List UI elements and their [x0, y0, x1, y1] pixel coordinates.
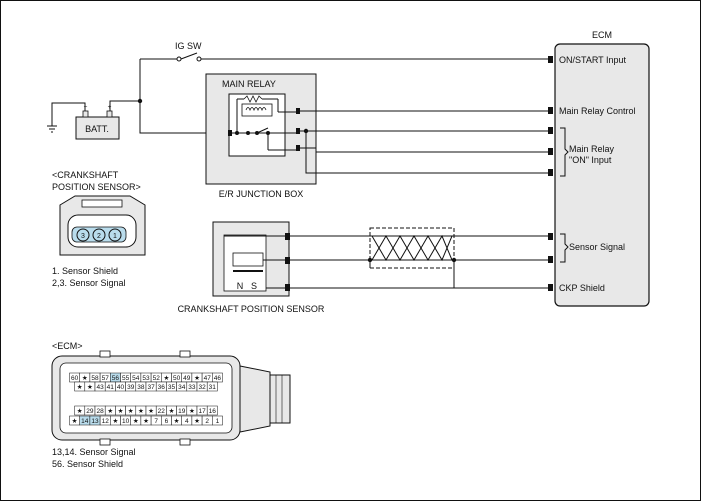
battery-label: BATT.	[85, 124, 109, 134]
ecm-pin-label: ★	[87, 383, 93, 391]
ckp-connector-header-2: POSITION SENSOR>	[52, 182, 141, 192]
junction-box: E/R JUNCTION BOX MAIN RELAY	[205, 73, 317, 199]
ecm-pin-label: ★	[77, 383, 83, 391]
ecm-pin-label: 6	[165, 418, 169, 425]
ecm-pin-label: 60	[71, 375, 79, 382]
relay-wiring	[232, 110, 548, 174]
ckp-sensor-title: CRANKSHAFT POSITION SENSOR	[178, 304, 325, 314]
pin-label-main-relay-control: Main Relay Control	[559, 106, 636, 116]
ecm-pin-label: 33	[188, 384, 196, 391]
ecm-pin-label: 28	[96, 408, 104, 415]
ecm-pin-label: ★	[148, 407, 154, 415]
ecm-pin-label: 1	[216, 418, 220, 425]
ecm-pin-label: 17	[198, 408, 206, 415]
ecm-pin-label: 40	[117, 384, 125, 391]
ecm-pin-label: 58	[91, 375, 99, 382]
main-relay-label: MAIN RELAY	[222, 79, 276, 89]
crankshaft-position-sensor: CRANKSHAFT POSITION SENSOR N S	[178, 221, 325, 314]
ig-switch: IG SW	[175, 41, 202, 62]
ecm-pin-label: 16	[209, 408, 217, 415]
pin-label-main-relay-on-2: "ON" Input	[569, 155, 612, 165]
ecm-pin-label: 12	[102, 418, 110, 425]
ecm-pin-label: 19	[178, 408, 186, 415]
ecm-pin-label: 53	[142, 375, 150, 382]
ecm-connector-header: <ECM>	[52, 341, 83, 351]
ecm-pin-label: 4	[185, 418, 189, 425]
ckp-legend-1: 1. Sensor Shield	[52, 266, 118, 276]
ecm-pin-label: ★	[112, 417, 118, 425]
ecm-pin-label: 56	[112, 375, 120, 382]
ckp-legend-2: 2,3. Sensor Signal	[52, 278, 126, 288]
ecm-pin-label: ★	[194, 374, 200, 382]
ecm-pin-label: 57	[102, 375, 110, 382]
ecm-pin-label: ★	[133, 417, 139, 425]
ecm-pin-label: 46	[214, 375, 222, 382]
ecm-pin-label: 34	[178, 384, 186, 391]
ecm-pin-label: ★	[77, 407, 83, 415]
ckp-pin-2: 2	[97, 233, 101, 240]
ecm-pin-label: 36	[158, 384, 166, 391]
ecm-pin-label: 37	[147, 384, 155, 391]
power-wiring	[109, 58, 548, 134]
ecm-title: ECM	[592, 30, 612, 40]
ecm-pin-label: 52	[153, 375, 161, 382]
ecm-pin-label: 38	[137, 384, 145, 391]
ckp-connector-view: <CRANKSHAFT POSITION SENSOR> 3 2 1 1. Se…	[52, 170, 146, 288]
ecm-module: ECM ON/START Input Main Relay Control Ma…	[548, 30, 650, 307]
ecm-pin-label: ★	[194, 417, 200, 425]
pole-n-label: N	[237, 281, 244, 291]
ecm-pin-label: ★	[128, 407, 134, 415]
pin-label-sensor-signal: Sensor Signal	[569, 242, 625, 252]
ecm-pin-label: 41	[107, 384, 115, 391]
ecm-legend-2: 56. Sensor Shield	[52, 459, 123, 469]
ecm-pin-label: ★	[118, 407, 124, 415]
ecm-pin-label: ★	[189, 407, 195, 415]
pin-label-main-relay-on-1: Main Relay	[569, 144, 615, 154]
pin-label-on-start: ON/START Input	[559, 55, 627, 65]
ecm-pin-cell	[212, 415, 223, 426]
ecm-pin-label: 14	[81, 418, 89, 425]
battery: − + BATT.	[47, 102, 120, 140]
ecm-pin-label: 32	[198, 384, 206, 391]
ecm-pin-label: 29	[86, 408, 94, 415]
ecm-legend-1: 13,14. Sensor Signal	[52, 447, 136, 457]
ecm-pin-label: 31	[209, 384, 217, 391]
ecm-pin-label: ★	[143, 417, 149, 425]
ecm-pin-label: ★	[174, 417, 180, 425]
ecm-pin-label: 2	[205, 418, 209, 425]
ecm-pin-label: ★	[82, 374, 88, 382]
ecm-pin-label: 55	[122, 375, 130, 382]
pin-label-ckp-shield: CKP Shield	[559, 283, 605, 293]
ecm-pin-label: ★	[72, 417, 78, 425]
ecm-pin-label: 47	[204, 375, 212, 382]
ecm-pin-label: ★	[107, 407, 113, 415]
ecm-pin-label: 10	[122, 418, 130, 425]
ecm-pin-label: ★	[163, 374, 169, 382]
ecm-pin-label: 54	[132, 375, 140, 382]
ecm-pin-label: ★	[138, 407, 144, 415]
svg-text:−: −	[84, 104, 88, 111]
ckp-pin-3: 3	[81, 233, 85, 240]
ig-sw-label: IG SW	[175, 41, 202, 51]
ecm-pin-label: 22	[158, 408, 166, 415]
ecm-pin-label: 7	[154, 418, 158, 425]
ecm-pin-label: 50	[173, 375, 181, 382]
junction-box-label: E/R JUNCTION BOX	[219, 189, 304, 199]
ecm-pin-label: 13	[91, 418, 99, 425]
ecm-pin-cell	[206, 405, 218, 416]
ecm-pin-label: ★	[169, 407, 175, 415]
ckp-wiring	[224, 227, 548, 289]
ecm-pin-label: 49	[183, 375, 191, 382]
ecm-pin-cell	[206, 381, 218, 392]
ecm-pin-label: 39	[127, 384, 135, 391]
pole-s-label: S	[251, 281, 257, 291]
ecm-pin-label: 35	[168, 384, 176, 391]
ckp-pin-1: 1	[113, 233, 117, 240]
ecm-pin-label: 43	[96, 384, 104, 391]
ckp-connector-header-1: <CRANKSHAFT	[52, 170, 119, 180]
